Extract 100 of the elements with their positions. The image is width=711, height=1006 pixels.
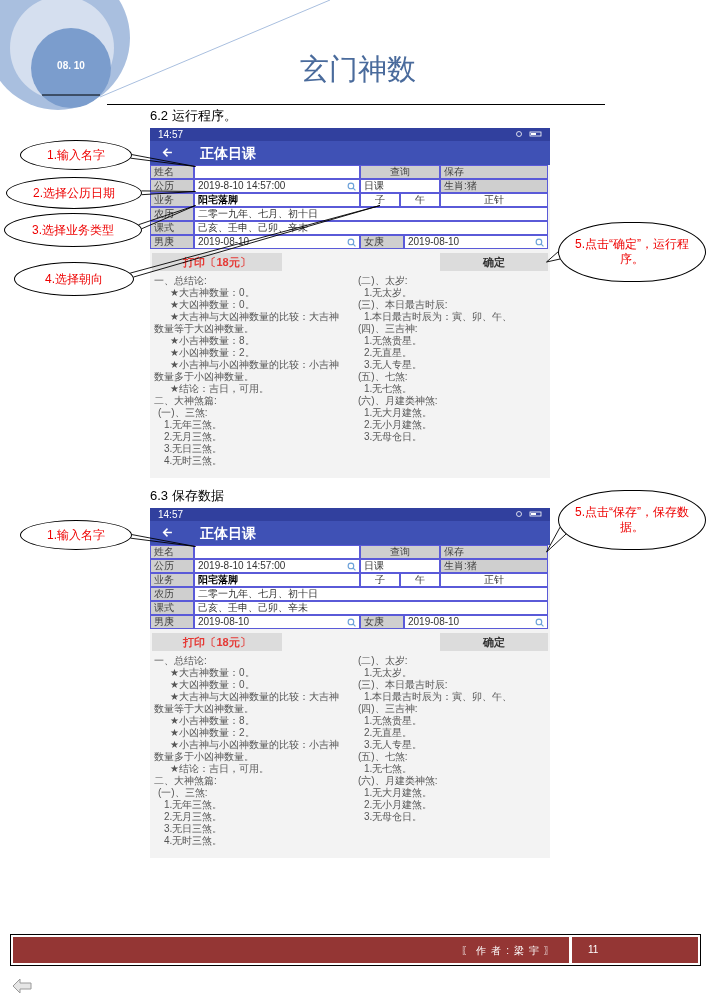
input-field: [194, 165, 360, 179]
result-text-line: ★大凶神数量：0。: [169, 679, 256, 691]
leader-line: [546, 251, 561, 263]
result-text-line: 1.无煞贵星。: [363, 335, 424, 347]
field-value: 日课: [360, 559, 440, 573]
callout-bubble: 5.点击“保存”，保存数据。: [558, 490, 706, 550]
page-title: 玄门神数: [298, 52, 417, 87]
field-value: 生肖:猪: [440, 559, 548, 573]
field-value: 正针: [440, 193, 548, 207]
field-value: 午: [400, 573, 440, 587]
phone-screenshot: [150, 508, 550, 858]
result-text-line: (一)、三煞:: [157, 407, 209, 419]
date-field: [194, 235, 360, 249]
result-text-line: ★大吉神与大凶神数量的比较：大吉神数量等于大凶神数量。: [154, 691, 340, 715]
result-text-line: 1.无年三煞。: [163, 419, 224, 431]
result-text-line: ★大吉神数量：0。: [169, 667, 256, 679]
result-text-line: 2.无直星。: [363, 727, 414, 739]
result-text-line: 3.无母仓日。: [363, 431, 424, 443]
field-value: 阳宅落脚: [194, 193, 360, 207]
field-label: 男庚: [150, 615, 194, 629]
result-text-line: ★小吉神数量：8。: [169, 715, 256, 727]
result-text-line: 4.无时三煞。: [163, 835, 224, 847]
field-text: 2019-08-10: [198, 616, 250, 628]
confirm-button: 确定: [440, 253, 548, 271]
field-label: 姓名: [150, 165, 194, 179]
result-text-line: 一、总结论:: [154, 655, 208, 667]
result-text-line: ★小吉神与小凶神数量的比较：小吉神数量多于小凶神数量。: [154, 739, 340, 763]
field-label: 农历: [150, 587, 194, 601]
result-text-line: 3.无日三煞。: [163, 443, 224, 455]
callout-bubble: 3.选择业务类型: [4, 213, 142, 247]
result-text-line: (四)、三吉神:: [357, 703, 419, 715]
field-text: 2019-8-10 14:57:00: [198, 560, 286, 572]
print-button: 打印〔18元〕: [152, 633, 282, 651]
result-text-line: 1.无太岁。: [363, 667, 414, 679]
field-label: 女庚: [360, 235, 404, 249]
page-number: 11: [588, 944, 599, 955]
field-value: 日课: [360, 179, 440, 193]
field-label: 男庚: [150, 235, 194, 249]
leader-line: [140, 190, 196, 196]
field-label: 业务: [150, 193, 194, 207]
field-text: 2019-08-10: [408, 616, 460, 628]
field-text: 2019-08-10: [408, 236, 460, 248]
leader-line: [130, 154, 196, 167]
field-value: 正针: [440, 573, 548, 587]
date-field: [194, 179, 360, 193]
field-text: 2019-8-10 14:57:00: [198, 180, 286, 192]
result-text-line: 1.无煞贵星。: [363, 715, 424, 727]
result-text-line: ★大吉神数量：0。: [169, 287, 256, 299]
result-text-line: (三)、本日最吉时辰:: [357, 299, 449, 311]
save-button: 保存: [440, 165, 548, 179]
result-text-line: ★大凶神数量：0。: [169, 299, 256, 311]
field-label: 姓名: [150, 545, 194, 559]
status-time: 14:57: [158, 129, 184, 140]
field-value: 生肖:猪: [440, 179, 548, 193]
field-value: 己亥、壬申、己卯、辛未: [194, 601, 548, 615]
result-text-line: 1.无太岁。: [363, 287, 414, 299]
field-text: 2019-08-10: [198, 236, 250, 248]
result-text-line: 3.无母仓日。: [363, 811, 424, 823]
save-button: 保存: [440, 545, 548, 559]
result-text-line: (二)、太岁:: [357, 655, 409, 667]
result-text-line: ★小凶神数量：2。: [169, 727, 256, 739]
result-text-line: ★小吉神数量：8。: [169, 335, 256, 347]
result-text-line: 2.无小月建煞。: [363, 419, 434, 431]
result-text-line: 1.无七煞。: [363, 763, 414, 775]
result-text-line: 2.无小月建煞。: [363, 799, 434, 811]
result-text-line: ★大吉神与大凶神数量的比较：大吉神数量等于大凶神数量。: [154, 311, 340, 335]
field-value: 阳宅落脚: [194, 573, 360, 587]
leader-line: [129, 205, 381, 278]
leader-line: [546, 526, 567, 553]
field-value: 二零一九年、七月、初十日: [194, 207, 548, 221]
result-text-line: (一)、三煞:: [157, 787, 209, 799]
field-label: 课式: [150, 221, 194, 235]
section-heading: 6.2 运行程序。: [150, 108, 237, 123]
field-label: 课式: [150, 601, 194, 615]
result-text-line: 1.无大月建煞。: [363, 407, 434, 419]
result-text-line: 1.无七煞。: [363, 383, 414, 395]
date-field: [194, 559, 360, 573]
result-text-line: (五)、七煞:: [357, 371, 409, 383]
result-text-line: 3.无日三煞。: [163, 823, 224, 835]
result-text-line: (五)、七煞:: [357, 751, 409, 763]
callout-bubble: 5.点击“确定”，运行程序。: [558, 222, 706, 282]
field-value: 子: [360, 573, 400, 587]
field-value: 午: [400, 193, 440, 207]
result-text-line: ★小凶神数量：2。: [169, 347, 256, 359]
result-text-line: 1.无年三煞。: [163, 799, 224, 811]
callout-bubble: 1.输入名字: [20, 520, 132, 550]
result-text-line: 3.无人专星。: [363, 739, 424, 751]
phone-screenshot: [150, 128, 550, 478]
result-text-line: ★小吉神与小凶神数量的比较：小吉神数量多于小凶神数量。: [154, 359, 340, 383]
author-text: 〖作者:梁宇〗: [461, 945, 559, 956]
result-text-line: 3.无人专星。: [363, 359, 424, 371]
status-time: 14:57: [158, 509, 184, 520]
result-text-line: (四)、三吉神:: [357, 323, 419, 335]
leader-line: [138, 205, 196, 230]
input-field: [194, 545, 360, 559]
result-text-line: 1.无大月建煞。: [363, 787, 434, 799]
result-text-line: (六)、月建类神煞:: [357, 395, 439, 407]
result-text-line: 4.无时三煞。: [163, 455, 224, 467]
query-button: 查询: [360, 545, 440, 559]
field-value: 子: [360, 193, 400, 207]
